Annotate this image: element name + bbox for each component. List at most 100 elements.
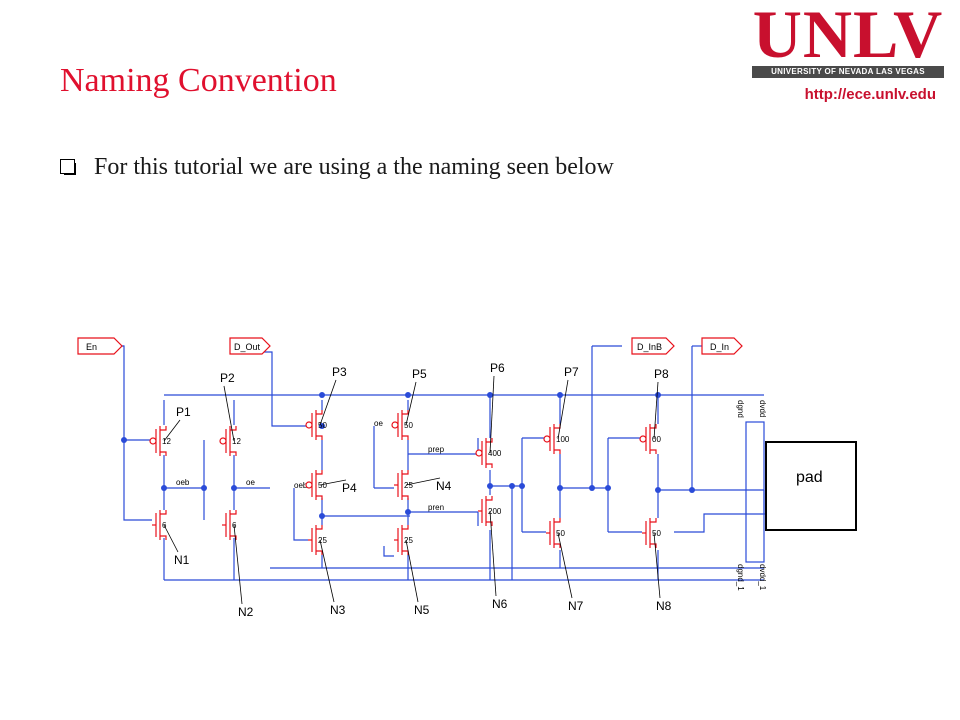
transistor-label: P2 bbox=[220, 371, 235, 385]
transistor-label: N3 bbox=[330, 603, 346, 617]
transistor-label: N7 bbox=[568, 599, 584, 613]
pin-d-in-label: D_In bbox=[710, 342, 729, 352]
transistor-size: 100 bbox=[556, 435, 570, 444]
bubble-icon bbox=[305, 421, 313, 429]
rail-label-dgnd-1: dgnd_1 bbox=[736, 564, 745, 591]
pad-label: pad bbox=[796, 469, 823, 486]
net-label-oeb: oeb bbox=[176, 478, 190, 487]
label-leader bbox=[319, 479, 347, 486]
transistor-label: N4 bbox=[436, 479, 452, 493]
transistor-size: 6 bbox=[232, 521, 237, 530]
transistor-size: 50 bbox=[404, 421, 413, 430]
bubble-icon bbox=[639, 435, 647, 443]
rail-label-dvdd: dvdd bbox=[758, 400, 767, 417]
transistor-label: N2 bbox=[238, 605, 254, 619]
transistor-label: N5 bbox=[414, 603, 430, 617]
transistor-p2: 12 P2 bbox=[219, 371, 241, 456]
pin-d-in bbox=[701, 337, 743, 355]
logo-subtext: UNIVERSITY OF NEVADA LAS VEGAS bbox=[752, 66, 944, 78]
logo-wordmark: UNLV bbox=[752, 0, 944, 72]
transistor-p7: 100 P7 bbox=[543, 365, 579, 454]
transistor-p1: 12 P1 bbox=[149, 405, 191, 456]
schematic-wires bbox=[122, 345, 819, 581]
transistor-size: 50 bbox=[318, 481, 327, 490]
transistor-n2: 6N2 bbox=[222, 510, 254, 619]
label-leader bbox=[489, 375, 495, 454]
transistor-label: P4 bbox=[342, 481, 357, 495]
transistor-size: 50 bbox=[652, 529, 661, 538]
transistor-label: N1 bbox=[174, 553, 190, 567]
transistor-label: N6 bbox=[492, 597, 508, 611]
label-leader bbox=[557, 532, 573, 599]
net-label-oe: oe bbox=[246, 478, 255, 487]
transistor-p6: 400 P6 bbox=[475, 361, 505, 468]
transistor-size: 25 bbox=[318, 536, 327, 545]
slide-title: Naming Convention bbox=[60, 62, 337, 99]
label-leader bbox=[163, 524, 179, 553]
checkbox-bullet-icon bbox=[60, 159, 76, 175]
label-leader bbox=[557, 379, 569, 440]
bubble-icon bbox=[475, 449, 483, 457]
circuit-schematic: En D_Out D_InB D_In pad dgnd dvdd dgnd_1… bbox=[77, 337, 857, 619]
transistor-label: P7 bbox=[564, 365, 579, 379]
transistor-p5: 50 P5 bbox=[391, 367, 427, 440]
transistor-layer: 12P16N112P26N250P350P425N350P525N425N540… bbox=[149, 361, 672, 619]
pin-en bbox=[77, 337, 123, 355]
transistor-size: 12 bbox=[232, 437, 241, 446]
transistor-size: 400 bbox=[488, 449, 502, 458]
transistor-p3: 50 P3 bbox=[305, 365, 347, 440]
junction-dots bbox=[121, 392, 695, 519]
net-label-pren: pren bbox=[428, 503, 444, 512]
pin-d-inb-label: D_InB bbox=[637, 342, 662, 352]
label-leader bbox=[163, 419, 181, 442]
transistor-n1: 6N1 bbox=[152, 510, 190, 567]
transistor-size: 200 bbox=[488, 507, 502, 516]
transistor-size: 50 bbox=[556, 529, 565, 538]
rail-label-dgnd: dgnd bbox=[736, 400, 745, 418]
net-label-prep: prep bbox=[428, 445, 445, 454]
label-leader bbox=[653, 381, 659, 440]
transistor-label: N8 bbox=[656, 599, 672, 613]
transistor-p8: 00 P8 bbox=[639, 367, 669, 454]
pad-box bbox=[765, 441, 857, 531]
label-leader bbox=[319, 539, 335, 603]
transistor-size: 00 bbox=[652, 435, 661, 444]
transistor-label: P8 bbox=[654, 367, 669, 381]
label-leader bbox=[405, 477, 441, 486]
net-label-oe-2: oe bbox=[374, 419, 383, 428]
bubble-icon bbox=[543, 435, 551, 443]
transistor-size: 50 bbox=[318, 421, 327, 430]
label-leader bbox=[405, 539, 419, 603]
transistor-label: P5 bbox=[412, 367, 427, 381]
transistor-size: 25 bbox=[404, 536, 413, 545]
unlv-logo: UNLV UNIVERSITY OF NEVADA LAS VEGAS bbox=[748, 0, 948, 80]
transistor-label: P1 bbox=[176, 405, 191, 419]
label-leader bbox=[223, 385, 235, 442]
label-leader bbox=[653, 532, 661, 599]
bubble-icon bbox=[219, 437, 227, 445]
pin-d-inb bbox=[631, 337, 675, 355]
rail-label-dvdd-1: dvdd_1 bbox=[758, 564, 767, 591]
label-leader bbox=[405, 381, 417, 426]
label-leader bbox=[319, 379, 337, 426]
pin-d-out bbox=[229, 337, 271, 355]
label-leader bbox=[233, 524, 243, 605]
bubble-icon bbox=[149, 437, 157, 445]
transistor-label: P6 bbox=[490, 361, 505, 375]
transistor-label: P3 bbox=[332, 365, 347, 379]
pin-en-label: En bbox=[86, 342, 97, 352]
pin-flags: En D_Out D_InB D_In bbox=[77, 337, 743, 355]
bubble-icon bbox=[305, 481, 313, 489]
bullet-text: For this tutorial we are using a the nam… bbox=[94, 154, 614, 180]
site-url[interactable]: http://ece.unlv.edu bbox=[804, 86, 936, 103]
transistor-size: 12 bbox=[162, 437, 171, 446]
pin-d-out-label: D_Out bbox=[234, 342, 261, 352]
bubble-icon bbox=[391, 421, 399, 429]
transistor-p4: 50 P4 bbox=[305, 470, 357, 500]
